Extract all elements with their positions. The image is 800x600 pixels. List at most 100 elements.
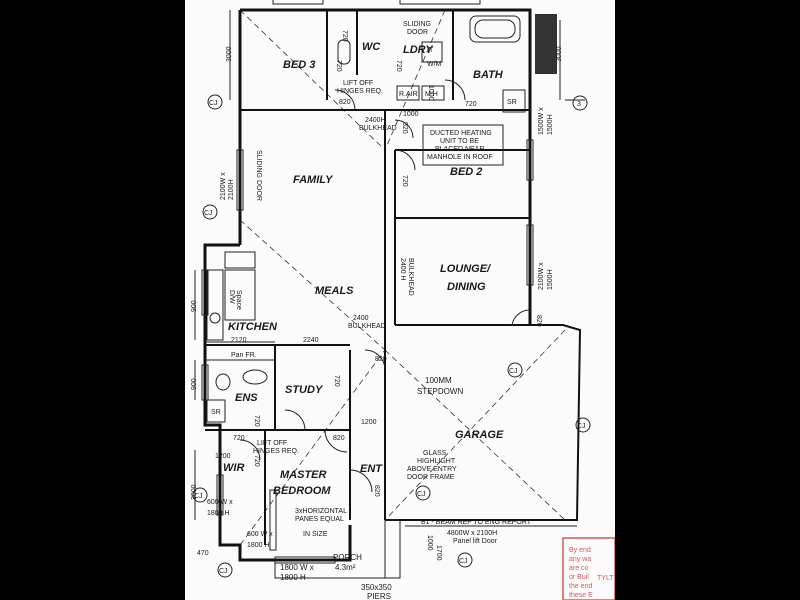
note-sliding-door: DOOR xyxy=(407,29,428,36)
room-bed2: BED 2 xyxy=(450,166,482,178)
note-window-1h: 1800 H xyxy=(207,510,230,517)
room-dining: DINING xyxy=(447,281,486,293)
note-frame: DOOR FRAME xyxy=(407,474,455,481)
dim-3000: 3000 xyxy=(226,46,233,62)
stamp-line: the end xyxy=(569,583,592,590)
room-porch: PORCH xyxy=(333,553,362,562)
note-tub: T xyxy=(429,47,434,54)
dim-720: 720 xyxy=(395,60,402,72)
porch-area xyxy=(274,519,577,579)
cj-label: CJ xyxy=(209,100,218,107)
room-ens: ENS xyxy=(235,392,258,404)
dim-720: 720 xyxy=(465,101,477,108)
grid-marker xyxy=(572,95,588,111)
room-ent: ENT xyxy=(360,463,383,475)
note-sr-bath: SR xyxy=(507,99,517,106)
cj-marker xyxy=(217,562,233,578)
note-piers: 350x350 xyxy=(361,583,392,592)
note-glass: GLASS xyxy=(423,450,447,457)
room-study: STUDY xyxy=(285,384,324,396)
walls xyxy=(203,8,582,562)
dim-1000: 1000 xyxy=(426,535,433,551)
room-meals: MEALS xyxy=(315,285,354,297)
dim-720: 720 xyxy=(335,60,342,72)
note-lounge-bulkhead2: BULKHEAD xyxy=(407,258,414,296)
hatched-wall xyxy=(535,14,557,74)
note-window-1: 600 W x xyxy=(207,499,233,506)
dimension-labels: 3000 3000 3000 900 900 470 720 720 720 7… xyxy=(191,30,563,561)
note-hinges-2: HINGES REQ. xyxy=(253,448,299,455)
dim-1000: 1000 xyxy=(427,85,434,101)
note-wm: W/M xyxy=(427,61,442,68)
dim-720: 720 xyxy=(333,375,340,387)
note-entry: ABOVE ENTRY xyxy=(407,466,457,473)
cj-marker xyxy=(415,485,431,501)
cj-marker xyxy=(507,362,523,378)
note-lift-off-2: LIFT OFF xyxy=(257,440,287,447)
dim-470: 470 xyxy=(197,550,209,557)
dim-1000: 1000 xyxy=(403,111,419,118)
dim-3000: 3000 xyxy=(556,46,563,62)
cj-marker xyxy=(202,204,218,220)
note-meals-bulkhead: 2400 xyxy=(353,315,369,322)
note-stepdown2: STEPDOWN xyxy=(417,387,463,396)
note-in-size: IN SIZE xyxy=(303,531,328,538)
dim-3000: 3000 xyxy=(191,484,198,500)
cj-label: CJ xyxy=(577,423,586,430)
dim-820: 820 xyxy=(333,435,345,442)
dim-900: 900 xyxy=(191,378,198,390)
note-panes-equal: PANES EQUAL xyxy=(295,516,344,523)
stamp-line: any wa xyxy=(569,556,591,563)
cj-marker xyxy=(457,552,473,568)
note-lounge-window: 2100W x xyxy=(538,262,545,290)
note-pan-fr: Pan FR. xyxy=(231,352,257,359)
note-lift-off: LIFT OFF xyxy=(343,80,373,87)
ducted-note-4: MANHOLE IN ROOF xyxy=(427,154,493,161)
room-master: MASTER xyxy=(280,469,327,481)
cj-markers: CJ CJ CJ CJ CJ CJ CJ CJ 3 xyxy=(192,94,591,578)
plan-sheet: CJ CJ CJ CJ CJ CJ CJ CJ 3 BED 3 xyxy=(185,0,616,600)
room-bedroom: BEDROOM xyxy=(273,485,331,497)
note-dw: D/W xyxy=(228,290,235,304)
note-sliding: SLIDING xyxy=(403,21,431,28)
cj-label: CJ xyxy=(194,493,203,500)
note-panes: 3xHORIZONTAL xyxy=(295,508,347,515)
note-lounge-bulkhead: 2400 H xyxy=(399,258,406,281)
stamp-line: these E xyxy=(569,592,593,599)
note-hinges: HINGES REQ. xyxy=(337,88,383,95)
note-panel-lift: Panel lift Door xyxy=(453,538,498,545)
annotations: SLIDING DOOR LIFT OFF HINGES REQ. 2400H … xyxy=(207,21,554,600)
room-family: FAMILY xyxy=(293,174,334,186)
dim-720: 720 xyxy=(253,415,260,427)
note-piers-word: PIERS xyxy=(367,592,391,600)
ducted-note-box xyxy=(422,124,504,166)
room-kitchen: KITCHEN xyxy=(228,321,278,333)
stamp-line: or Buil xyxy=(569,574,589,581)
note-family-window: 2100W x xyxy=(220,172,227,200)
note-window-2h: 1800 H xyxy=(247,542,270,549)
windows xyxy=(201,0,534,564)
note-space: Space xyxy=(235,290,242,310)
dim-2120: 2120 xyxy=(231,337,247,344)
note-window-2: 600 W x xyxy=(247,531,273,538)
cj-marker xyxy=(192,487,208,503)
dim-820: 820 xyxy=(401,122,408,134)
stamp: By end any wa are co or Buil the end the… xyxy=(562,537,616,600)
room-labels: BED 3 WC LDRY BATH FAMILY BED 2 LOUNGE/ … xyxy=(223,41,504,562)
note-garage-door: 4800W x 2100H xyxy=(447,530,497,537)
cj-label: CJ xyxy=(459,558,468,565)
note-porch-window: 1800 W x xyxy=(280,563,314,572)
stamp-line: are co xyxy=(569,565,589,572)
cj-marker xyxy=(207,94,223,110)
ducted-note-1: DUCTED HEATING xyxy=(430,130,492,137)
dim-900: 900 xyxy=(191,300,198,312)
cj-marker xyxy=(575,417,591,433)
note-stepdown: 100MM xyxy=(425,376,452,385)
dim-1200: 1200 xyxy=(215,453,231,460)
note-family-window-h: 2100H xyxy=(228,179,235,200)
floor-plan: CJ CJ CJ CJ CJ CJ CJ CJ 3 BED 3 xyxy=(191,0,616,600)
note-bed2-window-h: 1500H xyxy=(547,114,554,135)
note-beam: B1 - BEAM REF TO ENG REPORT xyxy=(421,519,532,526)
dimension-lines xyxy=(194,10,585,520)
